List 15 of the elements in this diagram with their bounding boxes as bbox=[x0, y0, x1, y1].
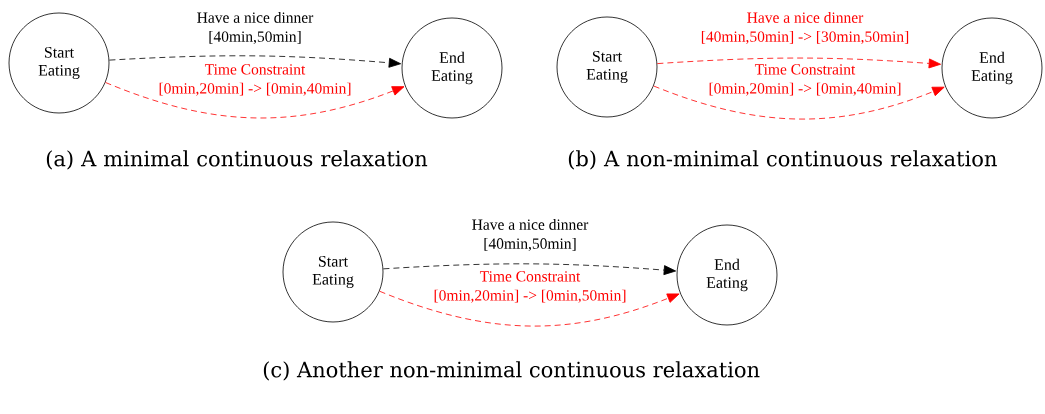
caption: (a) A minimal continuous relaxation bbox=[46, 150, 428, 170]
arrow bbox=[105, 82, 405, 119]
edge-label: Have a nice dinner [40min,50min] bbox=[197, 11, 314, 45]
arrow bbox=[382, 263, 677, 276]
edge-label: Have a nice dinner [40min,50min] bbox=[472, 218, 589, 252]
edge-label: Have a nice dinner [40min,50min] -> [30min,50min] bbox=[701, 11, 909, 45]
caption: (b) A non-minimal continuous relaxation bbox=[568, 150, 997, 170]
arrow bbox=[379, 290, 680, 327]
edge-label: Time Constraint [0min,20min] -> [0min,40min] bbox=[159, 64, 351, 96]
arrow bbox=[108, 55, 402, 68]
edge-label: Time Constraint [0min,20min] -> [0min,40min] bbox=[709, 64, 901, 96]
caption: (c) Another non-minimal continuous relaxation bbox=[263, 361, 760, 381]
arrow bbox=[656, 57, 941, 69]
arrow bbox=[653, 85, 945, 120]
edge-label: Time Constraint [0min,20min] -> [0min,50min] bbox=[434, 271, 626, 303]
